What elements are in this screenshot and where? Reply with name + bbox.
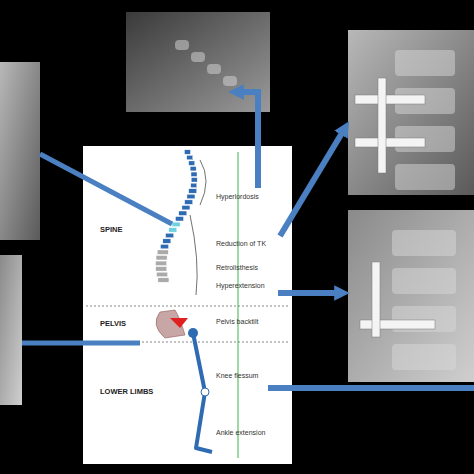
deformity-label: Retrolisthesis	[216, 264, 258, 272]
vertebra	[187, 155, 193, 159]
screw-implant	[372, 262, 380, 337]
curve-arrow	[190, 215, 197, 295]
vertebra	[169, 228, 177, 232]
leader-arrow	[278, 290, 342, 296]
deformity-label: Reduction of TK	[216, 240, 266, 248]
deformity-label: Hyperlordosis	[216, 193, 259, 201]
vertebra	[156, 256, 167, 260]
screw-implant	[355, 95, 425, 104]
vertebra	[191, 178, 197, 182]
xray-image	[0, 255, 22, 405]
xray-image	[348, 30, 474, 195]
vertebra	[157, 250, 168, 254]
vertebra	[191, 183, 197, 187]
leader-arrow	[22, 341, 140, 346]
vertebra	[158, 278, 169, 282]
leader-arrow	[236, 92, 258, 188]
screw-implant	[360, 320, 435, 329]
vertebra	[156, 267, 167, 271]
vertebra-shadow	[395, 50, 455, 76]
xray-image	[348, 210, 474, 382]
vertebra	[175, 217, 183, 221]
vertebra	[187, 194, 195, 198]
vertebra	[179, 211, 187, 215]
vertebra	[166, 233, 174, 237]
pelvic-angle	[170, 318, 188, 328]
vertebra	[161, 244, 169, 248]
leader-arrow	[268, 385, 474, 391]
vertebra	[189, 189, 197, 193]
vertebra-shadow	[207, 64, 221, 74]
vertebra-shadow	[392, 230, 456, 256]
screw-implant	[378, 78, 386, 173]
vertebra-shadow	[392, 268, 456, 294]
curve-arrow	[200, 160, 206, 205]
vertebra	[172, 222, 180, 226]
section-label: LOWER LIMBS	[100, 388, 153, 396]
section-label: SPINE	[100, 226, 123, 234]
leader-arrow	[280, 128, 345, 236]
vertebra	[189, 161, 195, 165]
vertebra	[190, 166, 196, 170]
vertebra	[191, 172, 197, 176]
vertebra-shadow	[191, 52, 205, 62]
vertebra	[185, 200, 193, 204]
vertebra	[156, 261, 167, 265]
deformity-label: Knee flessum	[216, 372, 258, 380]
section-divider	[86, 306, 289, 307]
screw-implant	[355, 138, 425, 147]
xray-image	[126, 12, 270, 112]
vertebra	[184, 150, 190, 154]
deformity-label: Pelvis backtilt	[216, 318, 258, 326]
vertebra-shadow	[175, 40, 189, 50]
deformity-label: Hyperextension	[216, 282, 265, 290]
vertebra-shadow	[392, 344, 456, 370]
knee-joint	[201, 388, 209, 396]
vertebra	[157, 272, 168, 276]
section-label: PELVIS	[100, 320, 126, 328]
vertebra	[182, 205, 190, 209]
vertebra	[163, 239, 171, 243]
vertebra-shadow	[395, 164, 455, 190]
xray-image	[0, 62, 40, 240]
leader-arrow	[40, 154, 172, 224]
lower-limb	[193, 333, 212, 452]
vertebra-shadow	[223, 76, 237, 86]
deformity-label: Ankle extension	[216, 429, 265, 437]
